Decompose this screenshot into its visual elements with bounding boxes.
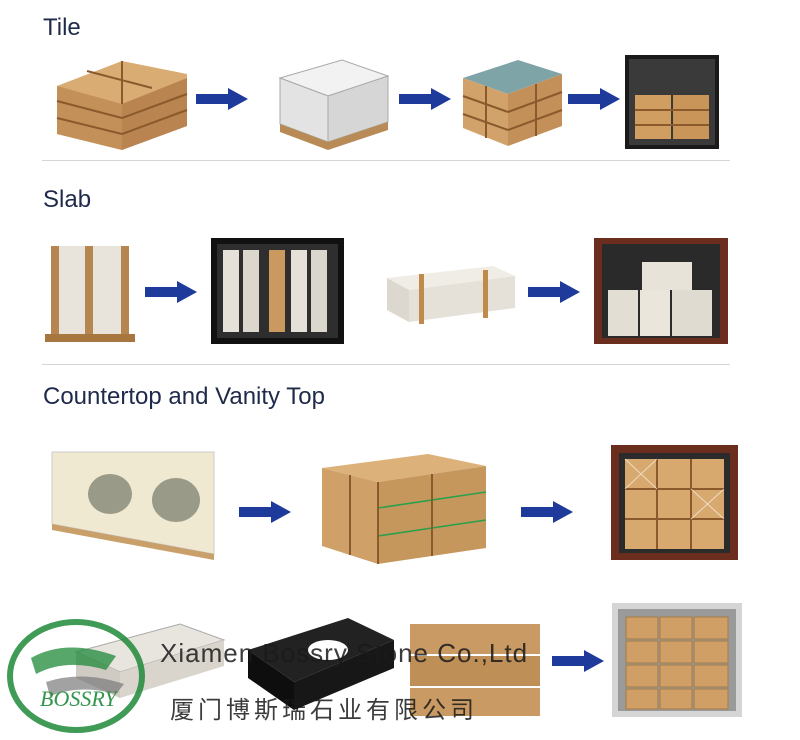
container-loaded-tiles-photo (625, 55, 719, 149)
flat-slab-bundle-photo (387, 266, 515, 324)
arrow-right-icon (399, 88, 451, 110)
tile-stack-pallet-photo (278, 59, 390, 150)
vanity-top-photo (51, 451, 215, 560)
arrow-right-icon (239, 501, 291, 523)
cardboard-boxes-photo (410, 624, 540, 716)
crated-countertops-photo (322, 454, 487, 564)
section-title-slab: Slab (43, 186, 92, 213)
container-loaded-cartons-photo (612, 603, 742, 717)
watermark-company-chinese: 厦门博斯瑞石业有限公司 (170, 697, 478, 724)
container-loaded-slabs-photo (211, 238, 344, 344)
arrow-right-icon (528, 281, 580, 303)
logo-wordmark: BOSSRY (40, 686, 119, 711)
watermark-company-english: Xiamen Bossry Stone Co.,Ltd (160, 638, 529, 668)
empty-wooden-crate-photo (56, 61, 188, 150)
arrow-right-icon (552, 650, 604, 672)
container-loaded-slab-bundles-photo (594, 238, 728, 344)
arrow-right-icon (521, 501, 573, 523)
black-granite-countertop-photo (248, 618, 394, 710)
bossry-logo: BOSSRY (7, 619, 145, 733)
container-loaded-countertops-photo (611, 445, 738, 560)
section-divider (42, 160, 730, 161)
crated-tiles-photo (462, 60, 563, 146)
section-divider (42, 364, 730, 365)
slab-bundle-photo (45, 246, 135, 342)
arrow-right-icon (196, 88, 248, 110)
section-title-tile: Tile (43, 14, 81, 41)
arrow-right-icon (145, 281, 197, 303)
arrow-right-icon (568, 88, 620, 110)
section-title-countertop-vanity: Countertop and Vanity Top (43, 383, 325, 410)
